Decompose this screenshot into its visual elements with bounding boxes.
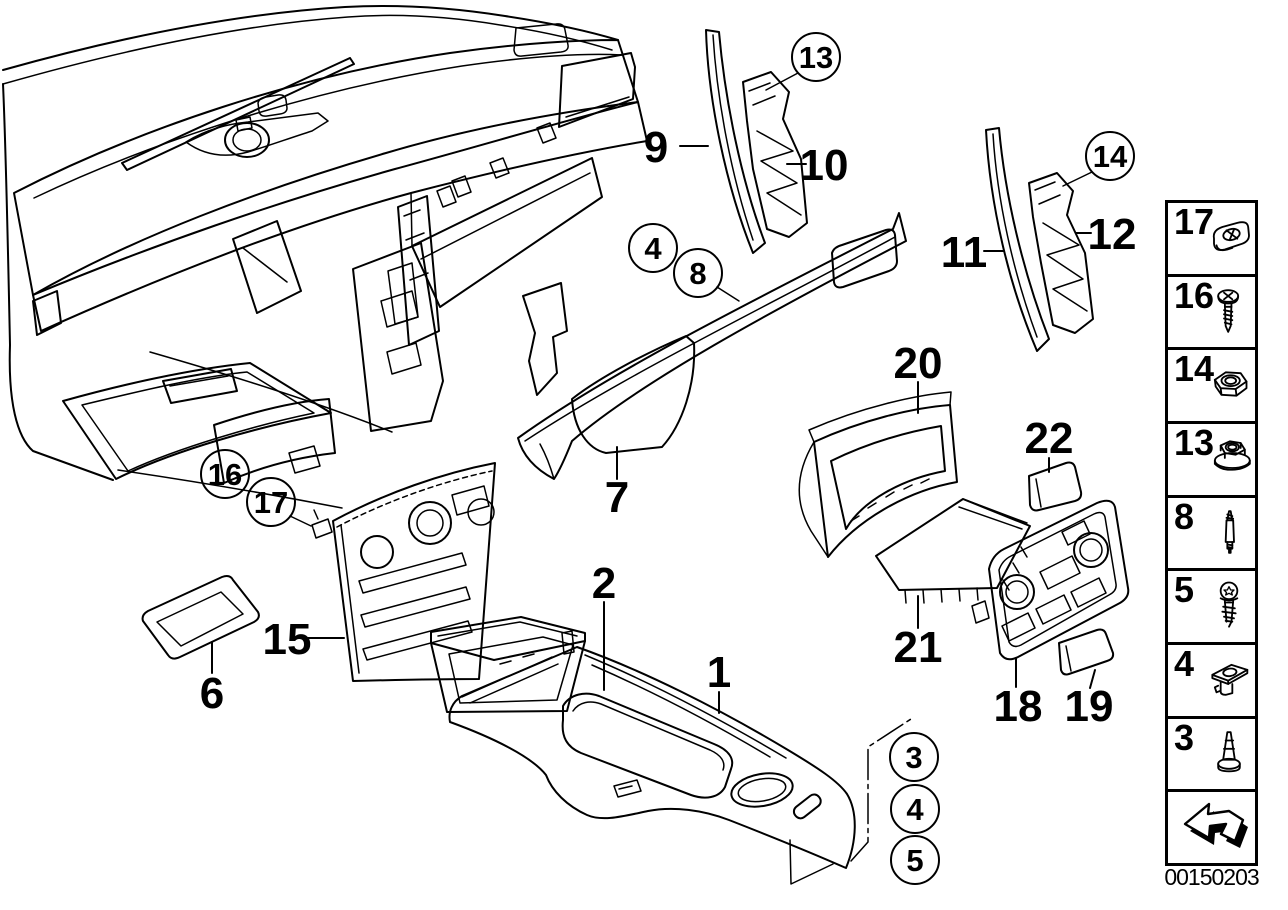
- callout-label-20[interactable]: 20: [894, 339, 943, 388]
- legend-number: 8: [1174, 495, 1195, 537]
- callout-balloon-4[interactable]: 4: [628, 223, 678, 273]
- balloon-circle: [1085, 131, 1135, 181]
- balloon-circle: [889, 732, 939, 782]
- hex-nut-icon: [1213, 371, 1248, 397]
- callout-balloon-5[interactable]: 5: [890, 835, 940, 885]
- balloon-label: 17: [254, 485, 288, 520]
- legend-number: 14: [1174, 348, 1215, 390]
- balloon-circle: [673, 248, 723, 298]
- balloon-label: 4: [906, 792, 924, 827]
- legend-item-16[interactable]: 16: [1168, 273, 1255, 348]
- balloon-circle: [890, 835, 940, 885]
- balloon-circle: [791, 32, 841, 82]
- callout-label-12[interactable]: 12: [1088, 210, 1137, 259]
- part-2-drawing: [430, 616, 586, 713]
- legend-number: 3: [1174, 716, 1195, 758]
- part-21-drawing: [875, 498, 1031, 604]
- part-11-drawing: [985, 127, 1050, 352]
- callout-label-18[interactable]: 18: [994, 682, 1043, 731]
- balloon-label: 5: [906, 843, 923, 878]
- leader-lines: [211, 72, 1096, 862]
- legend-number: 5: [1174, 569, 1195, 611]
- balloon-circle: [890, 784, 940, 834]
- legend-number: 16: [1174, 274, 1215, 316]
- callout-label-10[interactable]: 10: [800, 141, 849, 190]
- fastener-legend: 17 16 14: [1165, 200, 1258, 866]
- legend-item-8[interactable]: 8: [1168, 494, 1255, 569]
- callout-label-1[interactable]: 1: [707, 648, 731, 697]
- callout-label-6[interactable]: 6: [200, 669, 224, 718]
- part-7-drawing: [517, 212, 907, 480]
- balloon-label: 13: [799, 40, 833, 75]
- part-19-drawing: [1058, 628, 1115, 676]
- legend-item-13[interactable]: 13: [1168, 421, 1255, 495]
- legend-number: 4: [1174, 643, 1195, 685]
- balloon-label: 4: [644, 231, 662, 266]
- legend-item-17[interactable]: 17: [1168, 203, 1255, 274]
- part-6-drawing: [141, 575, 260, 660]
- callout-label-22[interactable]: 22: [1025, 414, 1074, 463]
- callout-label-19[interactable]: 19: [1065, 682, 1114, 731]
- torx-screw-icon: [1219, 581, 1239, 628]
- legend-back-button[interactable]: [1168, 789, 1255, 863]
- part-9-drawing: [705, 29, 766, 254]
- callout-label-2[interactable]: 2: [592, 559, 616, 608]
- expanding-rivet-icon: [1217, 730, 1241, 772]
- part-12-drawing: [1028, 172, 1094, 334]
- dashboard-carrier-drawing: [2, 5, 648, 509]
- callout-balloon-3[interactable]: 3: [889, 732, 939, 782]
- balloon-circle: [628, 223, 678, 273]
- double-end-stud-icon: [1224, 509, 1235, 554]
- legend-item-14[interactable]: 14: [1168, 347, 1255, 421]
- callout-balloon-4b[interactable]: 4: [890, 784, 940, 834]
- callout-balloon-16[interactable]: 16: [200, 449, 250, 499]
- callout-balloon-17[interactable]: 17: [246, 477, 296, 527]
- callout-label-9[interactable]: 9: [644, 123, 668, 172]
- callout-label-15[interactable]: 15: [263, 615, 312, 664]
- balloon-label: 16: [208, 457, 242, 492]
- balloon-label: 3: [905, 740, 922, 775]
- balloon-circle: [200, 449, 250, 499]
- flange-nut-icon: [1213, 440, 1251, 471]
- callout-label-7[interactable]: 7: [605, 473, 629, 522]
- legend-item-4[interactable]: 4: [1168, 642, 1255, 716]
- balloon-label: 14: [1093, 139, 1128, 174]
- grommet-clip-icon: [1211, 663, 1249, 696]
- part-1-drawing: [448, 646, 856, 885]
- part-18-drawing: [971, 499, 1130, 661]
- balloon-circle: [246, 477, 296, 527]
- legend-number: 17: [1174, 201, 1215, 242]
- part-15-drawing: [311, 462, 496, 682]
- legend-item-5[interactable]: 5: [1168, 568, 1255, 642]
- tapping-screw-icon: [1217, 288, 1240, 333]
- callout-balloon-14[interactable]: 14: [1085, 131, 1135, 181]
- balloon-label: 8: [689, 256, 706, 291]
- part-22-drawing: [1028, 461, 1083, 512]
- image-id: 00150203: [1164, 864, 1259, 890]
- legend-number: 13: [1174, 422, 1215, 464]
- back-arrow-icon: [1183, 803, 1248, 849]
- callout-balloon-8[interactable]: 8: [673, 248, 723, 298]
- legend-item-3[interactable]: 3: [1168, 715, 1255, 790]
- callout-label-21[interactable]: 21: [894, 623, 943, 672]
- part-20-drawing: [798, 391, 958, 558]
- callout-balloon-13[interactable]: 13: [791, 32, 841, 82]
- part-10-drawing: [742, 71, 808, 238]
- cage-nut-icon: [1212, 221, 1250, 252]
- callout-label-11[interactable]: 11: [941, 228, 988, 277]
